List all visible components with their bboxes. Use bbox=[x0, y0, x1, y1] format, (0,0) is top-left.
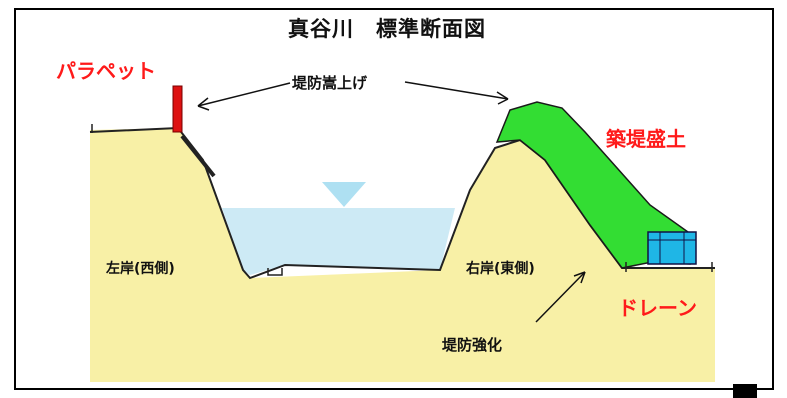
drain-box bbox=[647, 231, 697, 265]
arrow-levee-reinforce bbox=[535, 271, 586, 323]
ground-area bbox=[90, 128, 715, 382]
water-level-marker bbox=[322, 182, 366, 207]
left-slope-protection bbox=[180, 134, 216, 178]
parapet-label: パラペット bbox=[56, 59, 156, 83]
parapet-wall bbox=[172, 85, 183, 133]
right-bank-label: 右岸(東側) bbox=[466, 261, 535, 277]
channel-bottom-block bbox=[267, 268, 283, 276]
left-bank-label: 左岸(西側) bbox=[106, 261, 175, 277]
arrow-levee-raise-left bbox=[197, 82, 291, 111]
levee-reinforce-label: 堤防強化 bbox=[442, 336, 503, 354]
water-area bbox=[222, 208, 455, 275]
corner-mark bbox=[733, 384, 757, 398]
diagram-title: 真谷川 標準断面図 bbox=[288, 17, 486, 41]
embankment-label: 築堤盛土 bbox=[606, 127, 686, 151]
levee-raise-label: 堤防嵩上げ bbox=[292, 74, 368, 92]
arrow-levee-raise-right bbox=[404, 81, 509, 105]
edge-ticks bbox=[91, 124, 713, 272]
drain-label: ドレーン bbox=[618, 296, 697, 320]
